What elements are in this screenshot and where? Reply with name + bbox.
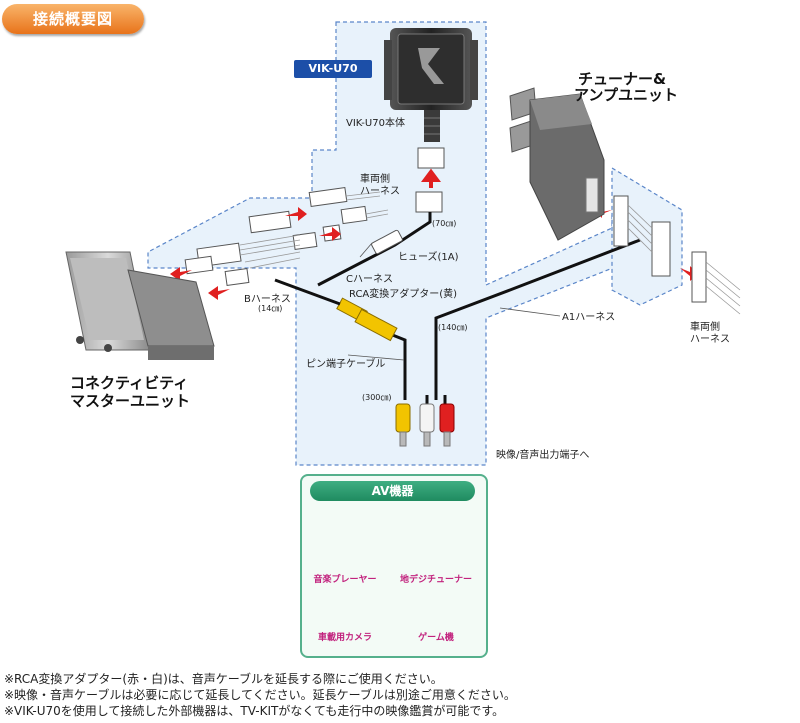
right-connectors [613,195,707,303]
vehicle-harness-right-line1: 車両側 [690,322,720,333]
pin-cable-label: ピン端子ケーブル [306,359,386,370]
vehicle-harness-right-line2: ハーネス [690,334,730,345]
vik-body-label: VIK-U70本体 [346,118,405,129]
av-devices-title: AV機器 [310,481,475,501]
note-2: ※映像・音声ケーブルは必要に応じて延長してください。延長ケーブルは別途ご用意くだ… [4,688,516,702]
length-140-label: (140㎝) [438,323,468,332]
master-unit-graphic [65,251,215,360]
diagram-title: 接続概要図 [2,4,144,34]
rca-plugs [395,395,455,447]
rca-adapter-label: RCA変換アダプター(黄) [349,289,458,300]
a1-harness-label: A1ハーネス [562,312,616,323]
b-harness-label: Bハーネス [244,294,291,305]
master-unit-label-line2: マスターユニット [70,392,191,410]
av-output-label: 映像/音声出力端子へ [496,450,590,461]
tuner-amp-graphic [509,87,605,241]
vehicle-harness-top-line2: ハーネス [360,186,400,197]
vik-u70-unit [384,28,478,213]
note-1: ※RCA変換アダプター(赤・白)は、音声ケーブルを延長する際にご使用ください。 [4,672,443,686]
av-item-game-console: ゲーム機 [418,633,454,643]
vehicle-harness-top-line1: 車両側 [360,174,390,185]
master-unit-label-line1: コネクティビティ [70,374,189,392]
length-300-label: (300㎝) [362,393,392,402]
length-70-label: (70㎝) [432,219,457,228]
vik-u70-badge: VIK-U70 [294,60,372,78]
arrow-to-vik [421,168,441,188]
av-item-car-camera: 車載用カメラ [317,633,372,643]
av-devices-box [300,474,488,658]
fuse-label: ヒューズ(1A) [398,252,459,263]
fuse [371,229,403,255]
note-3: ※VIK-U70を使用して接続した外部機器は、TV-KITがなくても走行中の映像… [4,704,505,718]
tuner-label-line1: チューナー& [578,70,667,88]
av-item-digital-tuner: 地デジチューナー [399,575,472,585]
length-14-label: (14㎝) [258,304,283,313]
c-harness-label: Cハーネス [346,274,393,285]
av-item-music-player: 音楽プレーヤー [313,575,377,585]
tuner-label-line2: アンプユニット [574,86,678,104]
rca-adapter [274,278,398,342]
